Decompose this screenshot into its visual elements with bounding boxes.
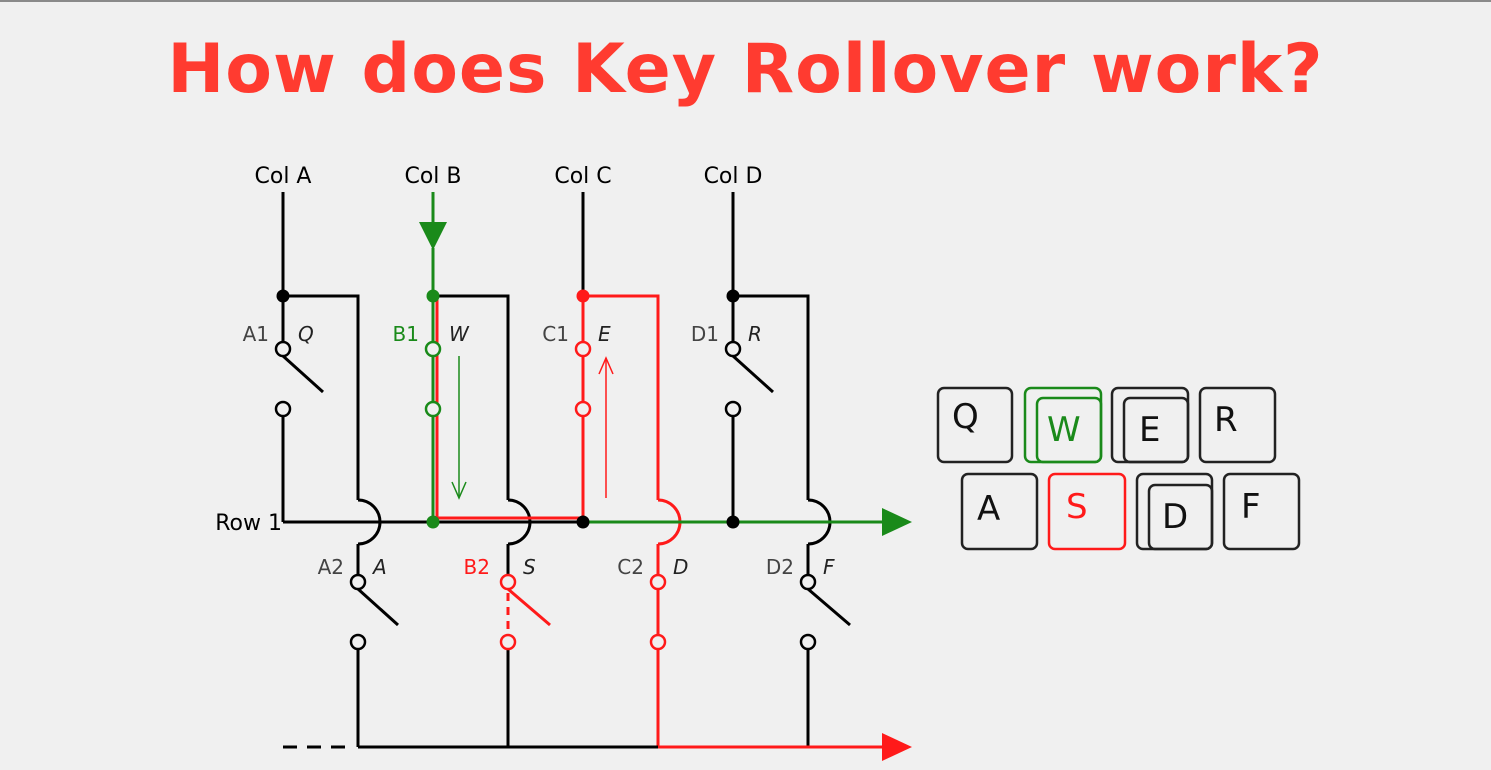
col-d-label: Col D [704, 164, 763, 189]
col-b-arrow-down-icon [419, 222, 447, 250]
switch-c1-label: C1 [542, 322, 569, 346]
keycap-s-label: S [1066, 487, 1088, 527]
switch-a1-label: A1 [243, 322, 269, 346]
switch-b1-contact [424, 400, 442, 418]
keycap-q-label: Q [952, 397, 979, 437]
switch-b2-lever [507, 587, 551, 627]
junction-dot [576, 289, 590, 303]
switch-a2-contact [349, 633, 367, 651]
keycap-w-label: W [1047, 410, 1081, 450]
switch-d1-lever [731, 354, 775, 394]
switch-d2-key: F [823, 555, 835, 579]
current-flow-up-arrow-icon [598, 356, 614, 375]
keycap-f [1222, 472, 1301, 551]
switch-c2-key: D [673, 555, 688, 579]
keycap-e-label: E [1139, 410, 1160, 450]
switch-b2-key: S [523, 555, 536, 579]
junction-dot [726, 515, 740, 529]
switch-a1-contact [274, 400, 292, 418]
keycap-r [1198, 386, 1277, 464]
switch-b1-key: W [449, 322, 470, 346]
keycap-a-label: A [977, 489, 1000, 529]
switch-d1-label: D1 [691, 322, 719, 346]
current-flow-down-arrow-icon [451, 481, 467, 500]
keycap-w [1035, 396, 1103, 464]
switch-c1-contact [574, 340, 592, 358]
switch-d1-contact [724, 340, 742, 358]
junction-dot [726, 289, 740, 303]
col-c-branch-wire [583, 294, 660, 500]
col-a-label: Col A [255, 164, 312, 189]
row-1-arrow-right-icon [882, 508, 912, 536]
col-b-label: Col B [404, 164, 461, 189]
keycap-d [1147, 483, 1214, 551]
switch-d1-key: R [748, 322, 762, 346]
switch-a2-contact [349, 573, 367, 591]
keycap-e [1122, 396, 1190, 464]
col-a-branch-wire [283, 294, 360, 500]
switch-d1-contact [724, 400, 742, 418]
switch-b2-label: B2 [464, 555, 490, 579]
switch-d2-contact [799, 573, 817, 591]
switch-b2-contact [499, 633, 517, 651]
switch-c2-label: C2 [617, 555, 644, 579]
switch-c1-contact [574, 400, 592, 418]
col-b-branch-wire [433, 294, 510, 500]
switch-c1-key: E [598, 322, 611, 346]
row-1-label: Row 1 [215, 511, 282, 536]
col-d-branch-wire [733, 294, 810, 500]
keycap-f-label: F [1241, 487, 1261, 527]
switch-a1-lever [281, 354, 325, 394]
keycap-q [936, 386, 1014, 464]
switch-a2-key: A [371, 555, 387, 579]
switch-d2-lever [807, 587, 851, 627]
page-title: How does Key Rollover work? [167, 30, 1324, 109]
keycap-r-label: R [1214, 400, 1238, 440]
keycap-a [960, 472, 1039, 551]
switch-a1-contact [274, 340, 292, 358]
switch-a2-label: A2 [318, 555, 344, 579]
junction-dot [276, 289, 290, 303]
switch-b2-contact [499, 573, 517, 591]
switch-d2-contact [799, 633, 817, 651]
switch-c2-contact [649, 633, 667, 651]
switch-b1-label: B1 [393, 322, 419, 346]
junction-dot [576, 515, 590, 529]
junction-dot [426, 289, 440, 303]
keycap-d-label: D [1162, 497, 1188, 537]
row-2-arrow-right-icon [882, 733, 912, 761]
top-border-line [0, 0, 1491, 2]
junction-dot [426, 515, 440, 529]
switch-b1-contact [424, 340, 442, 358]
switch-a1-key: Q [298, 322, 314, 346]
switch-c2-contact [649, 573, 667, 591]
keycap-s [1047, 472, 1127, 551]
switch-a2-lever [356, 587, 400, 627]
col-c-label: Col C [554, 164, 611, 189]
switch-d2-label: D2 [766, 555, 794, 579]
